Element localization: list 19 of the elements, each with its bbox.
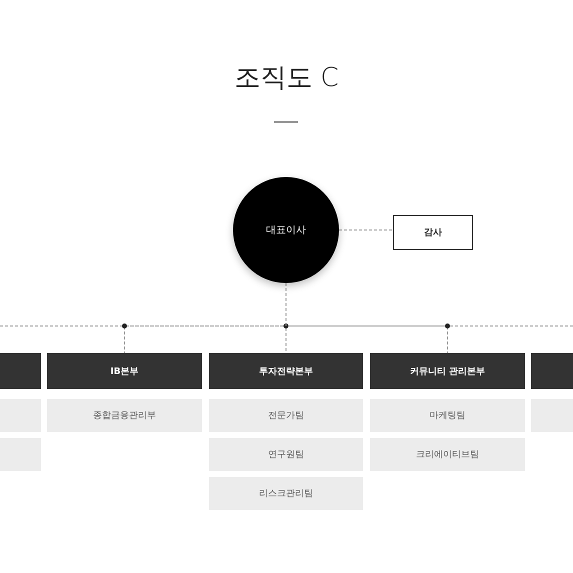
box-label: 종합금융관리부: [93, 410, 156, 422]
box-label: 감사: [424, 227, 442, 239]
division-header: [0, 353, 41, 389]
box-label: 리스크관리팀: [259, 488, 313, 500]
box-label: 연구원팀: [268, 449, 304, 461]
division-header: [47, 353, 202, 389]
box-label: 투자전략본부: [259, 366, 313, 378]
division-header: [209, 353, 363, 389]
title: 조직도 C: [233, 62, 340, 95]
role-label: 대표이사: [266, 224, 306, 237]
box-label: 커뮤니티 관리본부: [410, 366, 486, 378]
ceo-circle: [233, 177, 339, 283]
box-label: 크리에이티브팀: [416, 449, 479, 461]
division-header: [370, 353, 525, 389]
box-label: IB본부: [110, 366, 139, 378]
audit-box: [393, 215, 473, 250]
box-label: 전문가팀: [268, 410, 304, 422]
box-label: 마케팅팀: [430, 410, 466, 422]
division-header: [531, 353, 573, 389]
